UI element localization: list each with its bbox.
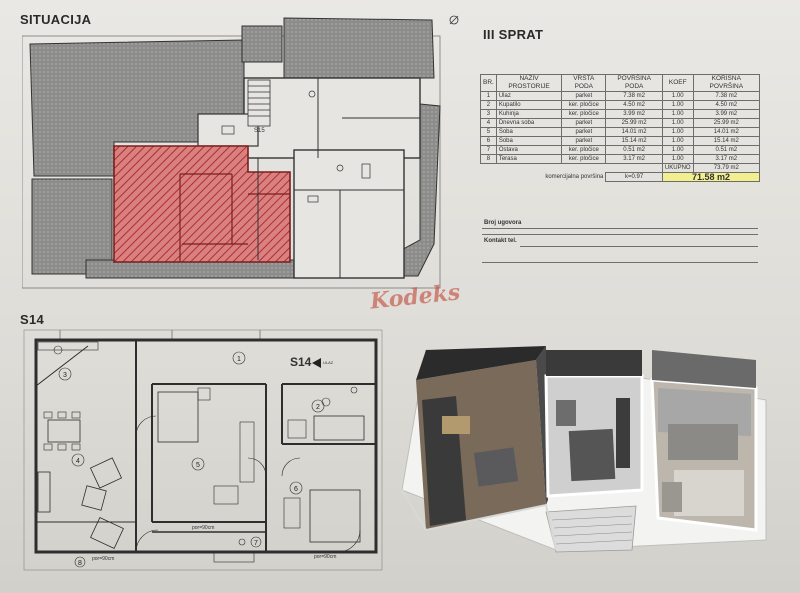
cell-br: 7 [480,145,497,155]
cell-naziv: Dnevna soba [495,118,563,128]
cell-korisna: 0.51 m2 [692,145,761,155]
col-header-povrsina: POVRŠINA PODA [605,74,663,92]
broj-ugovora-line [482,228,758,229]
room-number-2: 2 [316,404,320,411]
cell-koef: 1.00 [661,109,694,119]
cell-br: 5 [480,127,497,137]
cell-povrsina: 14.01 m2 [605,127,663,137]
broj-ugovora-line-2 [482,234,758,235]
cell-br: 4 [480,118,497,128]
cell-naziv: Kuhinja [495,109,563,119]
cell-koef: 1.00 [661,154,694,164]
entrance-marker-label: S14 [290,355,312,369]
cell-br: 3 [480,109,497,119]
apartment-3d-render [401,346,767,553]
komercijalna-label: komercijalna površina [545,174,604,180]
cell-korisna: 15.14 m2 [692,136,761,146]
entrance-arrow-icon [312,358,321,368]
cell-vrsta: ker. pločice [561,154,607,164]
cell-naziv: Soba [495,127,563,137]
cell-korisna: 4.50 m2 [692,100,761,110]
situacija-floor-plan: S15 [22,15,459,289]
cell-povrsina: 3.17 m2 [605,154,663,164]
cell-naziv: Ostava [495,145,563,155]
cell-korisna: 25.99 m2 [692,118,761,128]
room-number-4: 4 [76,458,80,465]
cell-vrsta: parket [561,118,607,128]
door-note-room5: por=90cm [192,525,214,531]
kontakt-line [520,246,758,247]
komercijalna-row: komercijalna površina k=0.97 71.58 m2 [481,172,761,182]
apartment-title: S14 [20,312,45,327]
cell-naziv: Terasa [495,154,563,164]
cell-vrsta: ker. pločice [561,145,607,155]
col-header-korisna: KORISNA POVRŠINA [692,74,761,92]
cell-vrsta: parket [561,127,607,137]
room-number-1: 1 [237,356,241,363]
kontakt-label: Kontakt tel. [484,238,517,244]
svg-text:S15: S15 [254,128,265,134]
cell-br: 2 [480,100,497,110]
room-number-7: 7 [254,540,258,547]
room-area-table: BR. NAZIV PROSTORIJE VRSTA PODA POVRŠINA… [480,74,761,182]
cell-korisna: 3.99 m2 [692,109,761,119]
komercijalna-coef: k=0.97 [605,172,663,182]
cell-br: 8 [480,154,497,164]
broj-ugovora-label: Broj ugovora [484,220,522,226]
cell-vrsta: parket [561,91,607,101]
cell-vrsta: parket [561,136,607,146]
cell-korisna: 7.38 m2 [692,91,761,101]
floor-title: III SPRAT [483,27,544,42]
s14-floor-plan: 1 2 3 4 5 6 7 8 por=90cm por=90cm por=90… [23,329,383,571]
cell-vrsta: ker. pločice [561,109,607,119]
col-header-br: BR. [480,74,497,92]
entrance-marker-sub: ULAZ [323,360,334,365]
cell-br: 1 [480,91,497,101]
total-label: UKUPNO [661,163,694,173]
cell-koef: 1.00 [661,145,694,155]
cell-naziv: Kupatilo [495,100,563,110]
door-note-room6: por=90cm [314,554,336,560]
cell-koef: 1.00 [661,118,694,128]
cell-povrsina: 15.14 m2 [605,136,663,146]
cell-povrsina: 0.51 m2 [605,145,663,155]
cell-vrsta: ker. pločice [561,100,607,110]
col-header-vrsta: VRSTA PODA [561,74,607,92]
cell-koef: 1.00 [661,127,694,137]
cell-naziv: Soba [495,136,563,146]
room-number-6: 6 [294,486,298,493]
room-number-3: 3 [63,372,67,379]
cell-koef: 1.00 [661,91,694,101]
cell-naziv: Ulaz [495,91,563,101]
situacija-title: SITUACIJA [20,12,92,27]
door-note-terrace: por=90cm [92,556,114,562]
room-number-8: 8 [78,560,82,567]
kontakt-line-2 [482,262,758,263]
cell-korisna: 3.17 m2 [692,154,761,164]
cell-povrsina: 3.99 m2 [605,109,663,119]
room-number-5: 5 [196,462,200,469]
cell-koef: 1.00 [661,100,694,110]
cell-povrsina: 4.50 m2 [605,100,663,110]
col-header-naziv: NAZIV PROSTORIJE [495,74,563,92]
cell-koef: 1.00 [661,136,694,146]
cell-povrsina: 7.38 m2 [605,91,663,101]
col-header-koef: KOEF [661,74,694,92]
komercijalna-value: 71.58 m2 [661,172,761,182]
cell-povrsina: 25.99 m2 [605,118,663,128]
cell-br: 6 [480,136,497,146]
cell-korisna: 14.01 m2 [692,127,761,137]
